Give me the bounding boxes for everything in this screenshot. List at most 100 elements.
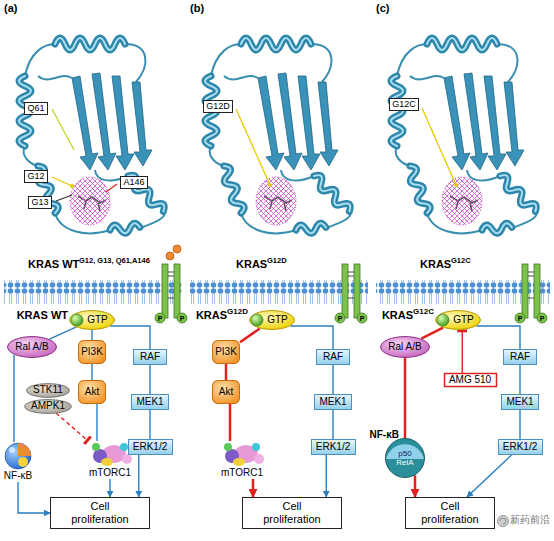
node-text: Ral A/B: [388, 341, 421, 353]
node-text: MEK1: [136, 396, 163, 408]
caption: KRAS: [420, 258, 451, 271]
outcome-box-shape: [51, 498, 150, 529]
icon-part: [18, 457, 28, 467]
protein-structures: [19, 38, 539, 234]
receptor: [534, 264, 540, 318]
signal-line: [332, 410, 333, 439]
signal-line: [326, 455, 327, 497]
mapk-node-shape: [128, 440, 172, 455]
node-text: Akt: [219, 386, 233, 398]
icon-part: [122, 454, 132, 464]
active-signal-arrow: [404, 358, 407, 438]
node-text: AMG 510: [449, 374, 491, 386]
mapk-node: RAF: [133, 349, 167, 365]
leader-lines: [52, 177, 72, 186]
residue-callout-shape: [25, 170, 48, 182]
kinase-node: PI3K: [212, 340, 240, 364]
kinase-node: PI3K: [78, 340, 106, 364]
nfkb-node-shape: [386, 439, 425, 478]
signal-line: [18, 482, 50, 513]
protein-structures: [205, 38, 353, 234]
residue-callout-shape: [390, 98, 419, 110]
signal-line: [467, 455, 512, 497]
node-heading: NF-κB: [370, 429, 399, 441]
watermark-icon: [498, 516, 509, 527]
leader-lines: [52, 109, 74, 150]
residue-callout: G13: [28, 196, 52, 209]
signal-line: [110, 326, 150, 349]
node-text: NF-κB: [4, 470, 32, 482]
mapk-node: ERK1/2: [311, 439, 356, 455]
signal-line: [290, 326, 333, 349]
phospho-label: P: [180, 315, 185, 322]
receptor: [335, 313, 345, 323]
mapk-node-shape: [317, 350, 350, 365]
mapk-node-shape: [315, 395, 352, 410]
node-text: Cell proliferation: [411, 500, 489, 525]
signal-line: [13, 355, 14, 442]
active-signal-arrow: [225, 364, 228, 380]
outcome-box: Cell proliferation: [50, 497, 150, 529]
residue-callout: A146: [120, 176, 148, 189]
node-text: Cell proliferation: [61, 500, 139, 525]
mapk-node-shape: [132, 395, 169, 410]
nfkb-node-shape: [386, 444, 424, 459]
signal-line: [149, 365, 150, 394]
receptor: [174, 264, 180, 318]
receptor: [168, 272, 174, 298]
kras-gtp-node-shape: [250, 311, 295, 330]
receptor: [177, 313, 187, 323]
residue-callout-shape: [29, 196, 52, 208]
signal-line: [109, 479, 110, 497]
node-text: G12C: [413, 307, 434, 316]
icon-part: [9, 447, 15, 453]
leader-lines: [268, 183, 272, 187]
mapk-node-shape: [504, 350, 537, 365]
signal-line: [149, 410, 150, 439]
panel-tag: (b): [190, 2, 204, 15]
mapk-node-shape: [311, 440, 355, 455]
inhibitor-box: AMG 510: [444, 373, 497, 387]
mapk-node: MEK1: [131, 394, 169, 410]
kras-gtp-node-shape: [437, 314, 449, 326]
caption: KRAS WT: [28, 258, 79, 271]
mapk-node-shape: [498, 440, 542, 455]
cell-membrane: [4, 280, 550, 304]
residue-callout: G12: [24, 170, 48, 183]
receptor: [357, 313, 367, 323]
mapk-node: MEK1: [314, 394, 352, 410]
mtorc1-node: mTORC1: [220, 441, 264, 479]
phospho-label: P: [518, 315, 523, 322]
phospho-label: P: [360, 315, 365, 322]
signal-line: [476, 326, 520, 349]
node-text: GTP: [87, 314, 108, 326]
node-text: KRAS: [196, 309, 227, 321]
node-text: PI3K: [81, 346, 103, 358]
node-heading: KRASG12D: [196, 308, 248, 321]
signal-line: [49, 327, 76, 339]
node-text: PI3K: [215, 346, 237, 358]
node-text: RelA: [396, 458, 413, 467]
mapk-node-shape: [502, 395, 539, 410]
protein-structures: [391, 38, 539, 234]
leader-lines: [70, 184, 74, 188]
node-text: KRAS WT: [17, 309, 68, 321]
node-icon: [220, 441, 264, 467]
active-signal-arrow: [229, 404, 232, 441]
node-text: mTORC1: [221, 467, 263, 479]
signal-line: [138, 455, 139, 497]
leader-lines: [454, 183, 458, 187]
mapk-node: ERK1/2: [128, 439, 173, 455]
ral-node-shape: [8, 337, 57, 358]
icon-part: [92, 443, 100, 451]
icon-part: [254, 454, 264, 464]
receptor: [515, 313, 525, 323]
node-text: A146: [123, 177, 144, 187]
receptor: [537, 313, 547, 323]
nfkb-node: NF-κBp50RelA: [385, 438, 425, 478]
residue-callout-shape: [204, 100, 233, 112]
receptor: [166, 252, 174, 260]
signal-line: [91, 364, 92, 380]
kinase-node-shape: [213, 341, 240, 364]
inhibition-line: [56, 413, 88, 441]
